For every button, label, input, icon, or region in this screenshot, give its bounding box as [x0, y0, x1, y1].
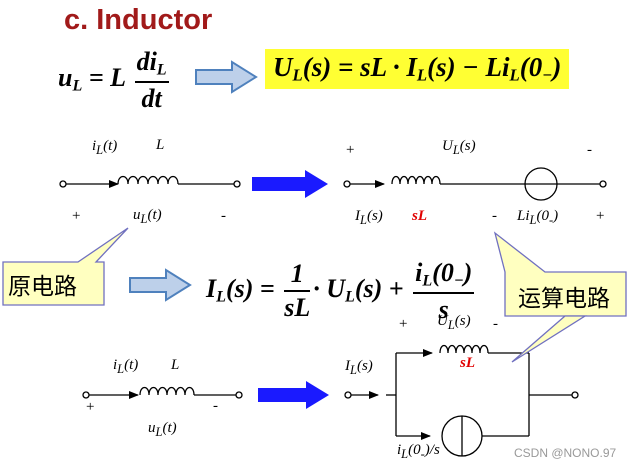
- c2-plus-sign: +: [86, 399, 95, 415]
- derivative-fraction: diL dt: [134, 47, 169, 113]
- current-laplace-equation: IL(s) = 1 sL · UL(s) + iL(0−) s: [206, 258, 475, 324]
- c2s-minus-sign: -: [493, 316, 498, 332]
- c2s-plus-sign: +: [399, 316, 408, 332]
- c2-voltage-label: uL(t): [148, 420, 177, 439]
- c1-current-label: iL(t): [92, 138, 118, 157]
- circuit-s-domain-2: [344, 344, 579, 457]
- watermark: CSDN @NONO.97: [514, 446, 617, 460]
- callout-original-shape: [2, 227, 129, 306]
- initial-current-fraction: iL(0−) s: [413, 258, 475, 324]
- callout-operational-shape: [493, 231, 627, 317]
- c2-inductor-label: L: [171, 357, 180, 373]
- blue-arrow-2: [258, 381, 329, 409]
- slide-title: c. Inductor: [64, 4, 213, 36]
- c1-minus-sign: -: [221, 208, 226, 224]
- circuit-s-domain-1: [343, 167, 607, 201]
- c1-plus-sign: +: [72, 208, 81, 224]
- c1-voltage-label: uL(t): [133, 207, 162, 226]
- hollow-arrow-eq1: [195, 60, 258, 94]
- c1s-minus-top: -: [587, 142, 592, 158]
- c1s-impedance-label: sL: [412, 208, 427, 224]
- c1s-current-label: IL(s): [355, 208, 383, 227]
- callout-original-circuit: 原电路: [8, 274, 77, 300]
- c1s-plus-top: +: [346, 142, 355, 158]
- hollow-arrow-eq2: [129, 268, 192, 302]
- c1-inductor-label: L: [156, 137, 165, 153]
- impedance-fraction: 1 sL: [284, 259, 311, 323]
- c1s-source-label: LiL(0-): [517, 208, 559, 227]
- c2s-impedance-label: sL: [460, 355, 475, 371]
- c1s-voltage-label: UL(s): [442, 138, 476, 157]
- callout-pointer-lower: [511, 315, 588, 363]
- c1s-minus-src: -: [492, 208, 497, 224]
- time-domain-equation: uL = L diL dt: [58, 47, 169, 113]
- c2s-voltage-label: UL(s): [437, 313, 471, 332]
- c1s-plus-src: +: [596, 208, 605, 224]
- laplace-equation-highlighted: UL(s) = sL · IL(s) − LiL(0−): [265, 49, 570, 89]
- c2s-source-label: iL(0-)/s: [397, 442, 440, 461]
- c2-current-label: iL(t): [113, 357, 139, 376]
- c2-minus-sign: -: [213, 398, 218, 414]
- callout-operational-circuit: 运算电路: [518, 286, 610, 312]
- circuit-time-domain-2: [82, 386, 243, 399]
- c2s-current-label: IL(s): [345, 358, 373, 377]
- circuit-time-domain-1: [59, 175, 241, 188]
- blue-arrow-1: [252, 170, 328, 198]
